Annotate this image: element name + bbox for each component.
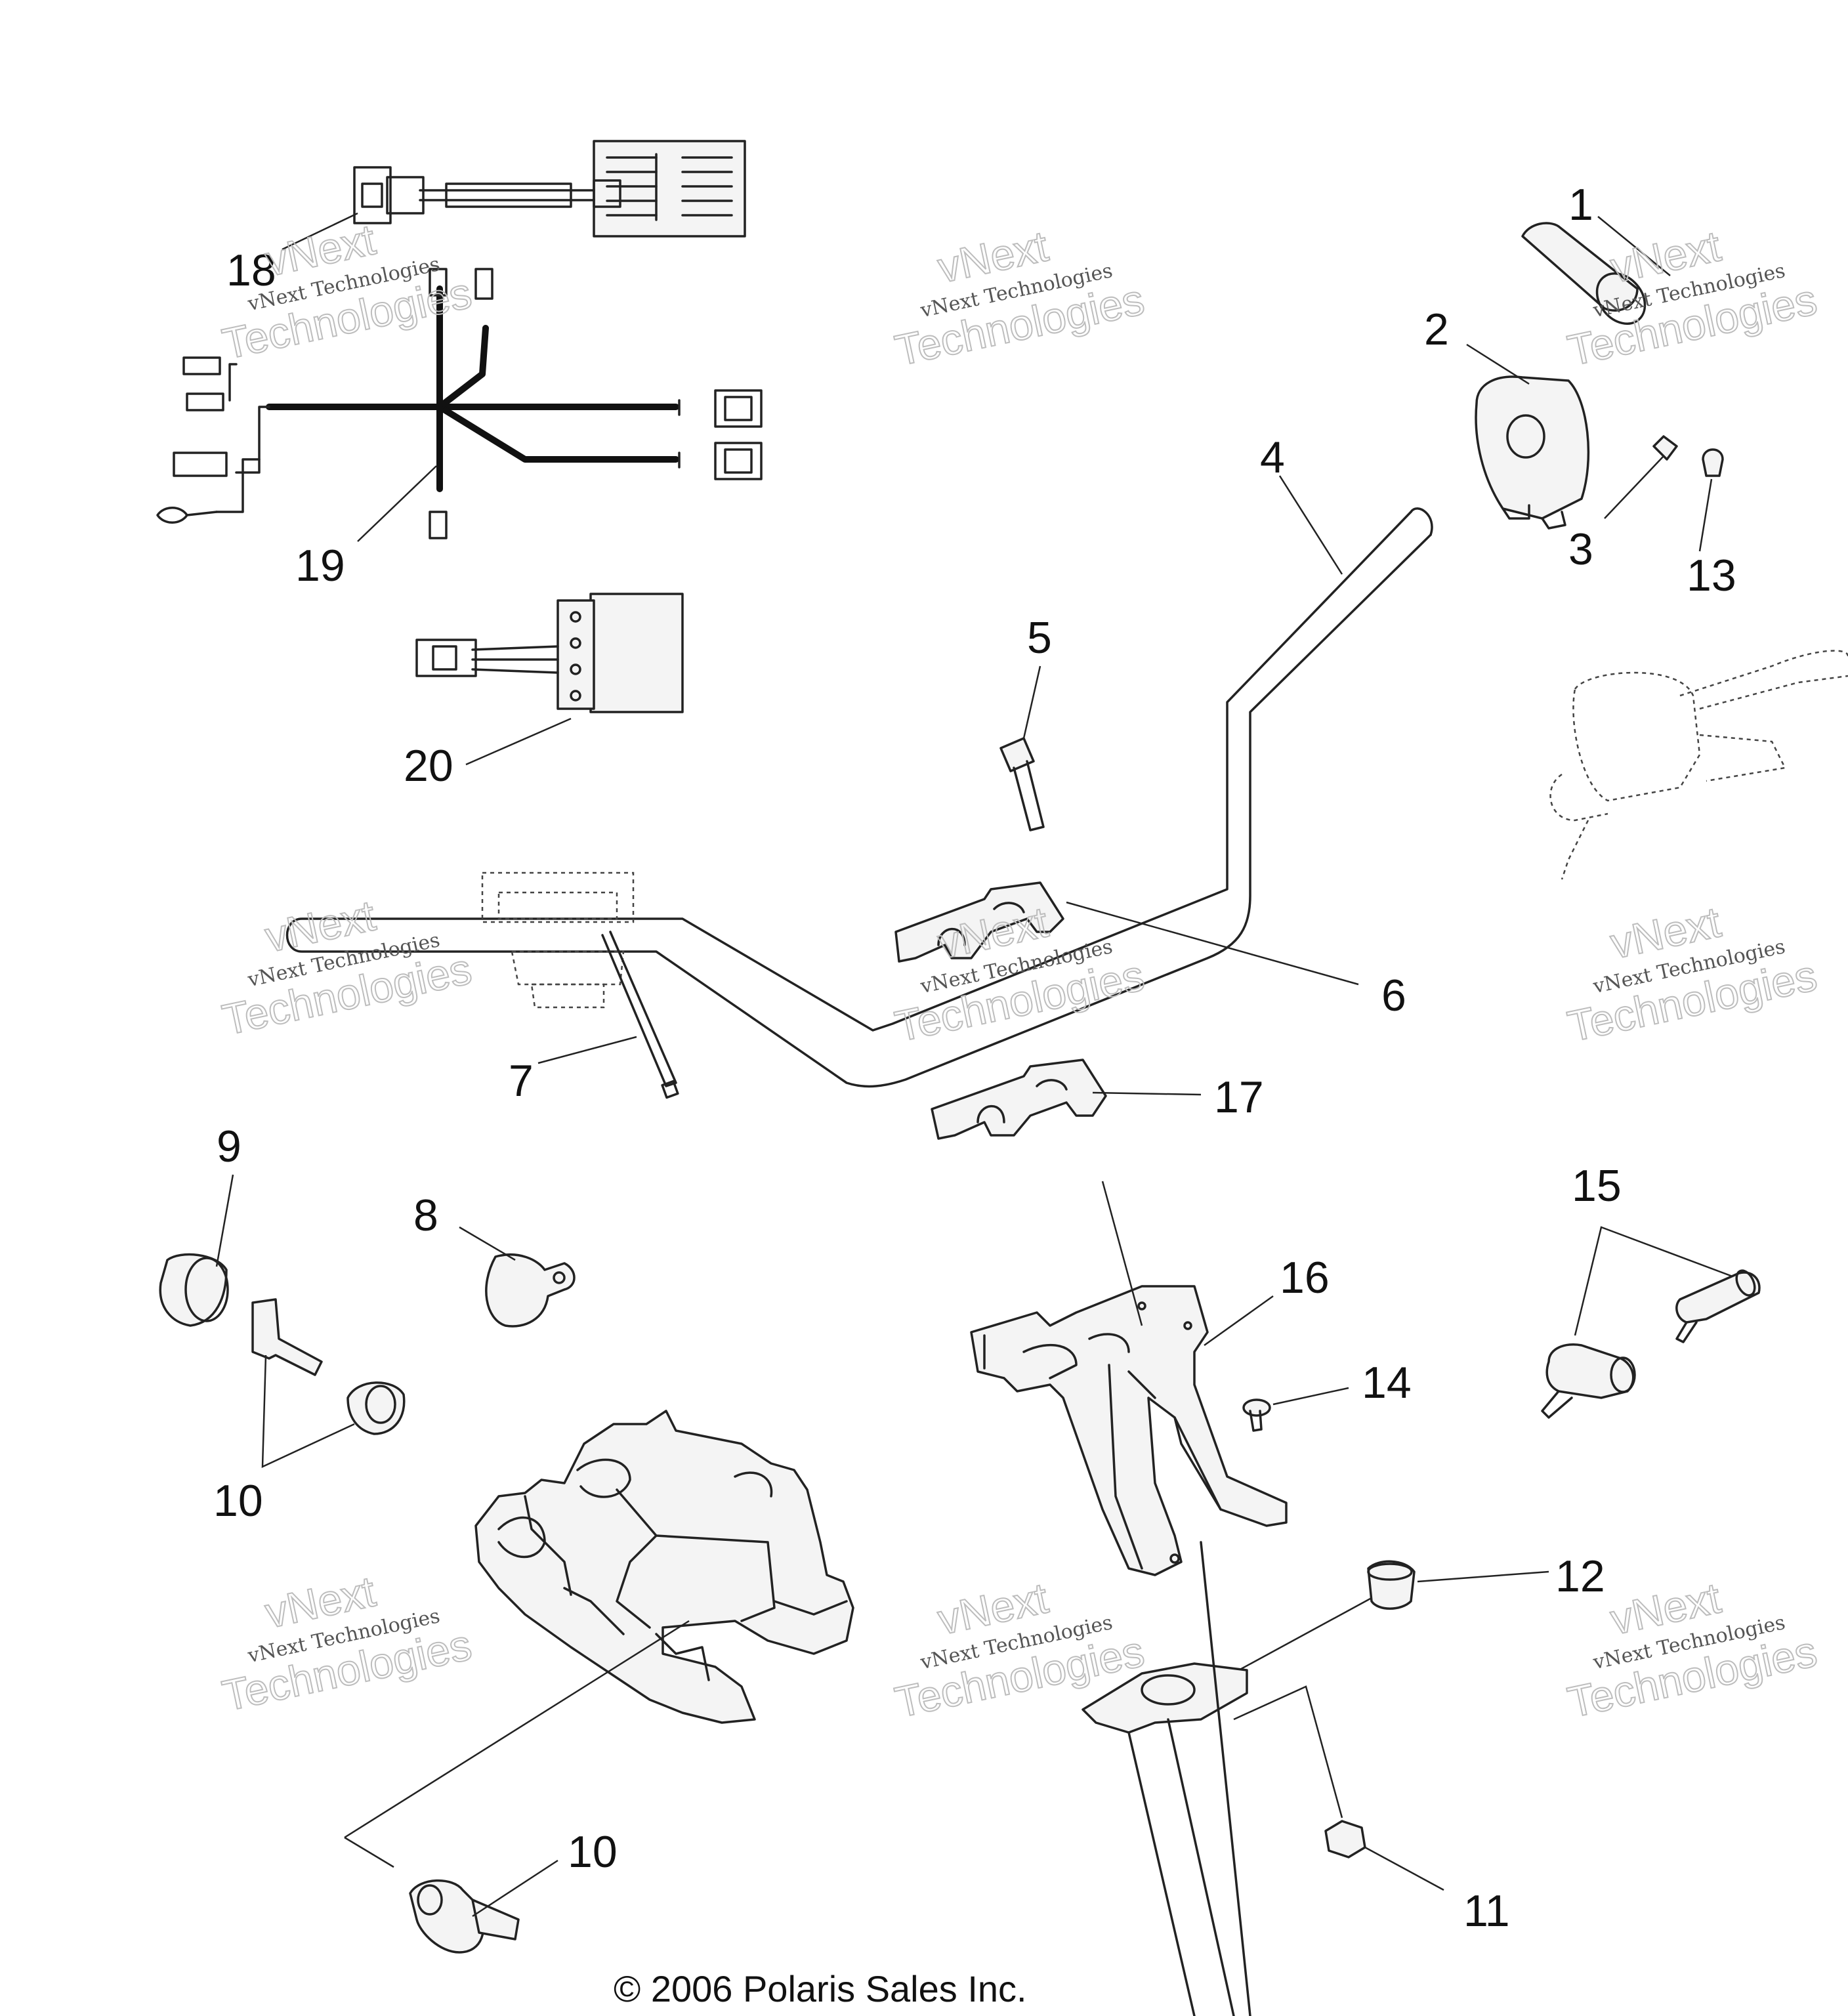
part-20-module bbox=[415, 593, 684, 766]
callout-4: 4 bbox=[1260, 432, 1285, 482]
callout-8: 8 bbox=[413, 1190, 438, 1240]
brake-lever-ghost bbox=[1549, 650, 1848, 880]
part-10-clip-grommet bbox=[251, 1298, 406, 1468]
callout-labels: 1 2 3 4 5 6 7 8 9 10 10 11 12 13 14 15 1… bbox=[213, 180, 1736, 1936]
part-15-cylinders bbox=[1541, 1226, 1761, 1419]
part-10-headlight-socket bbox=[344, 1620, 690, 1954]
callout-19: 19 bbox=[295, 541, 345, 591]
part-2-throttle-housing bbox=[1466, 343, 1590, 530]
part-16-bracket bbox=[970, 1285, 1288, 1576]
part-3-screw bbox=[1604, 435, 1678, 519]
part-19-wire-harness bbox=[156, 268, 763, 542]
callout-12: 12 bbox=[1555, 1551, 1605, 1601]
callout-1: 1 bbox=[1568, 180, 1593, 230]
watermark-top-center: vNext vNext Technologies Technologies bbox=[890, 220, 1148, 375]
part-12-bushing bbox=[1220, 1560, 1549, 1681]
callout-17: 17 bbox=[1214, 1072, 1264, 1122]
callout-3: 3 bbox=[1568, 524, 1593, 574]
headlight-pod bbox=[474, 1410, 854, 1724]
watermark-mid-right: vNext vNext Technologies Technologies bbox=[1563, 896, 1821, 1051]
watermark-bottom-left: vNext vNext Technologies Technologies bbox=[217, 1566, 476, 1721]
part-5-bolt bbox=[999, 665, 1045, 831]
part-11-nut bbox=[1233, 1685, 1444, 1891]
part-14-screw bbox=[1242, 1387, 1349, 1432]
callout-18: 18 bbox=[226, 245, 276, 295]
callout-11: 11 bbox=[1463, 1886, 1510, 1936]
callout-9: 9 bbox=[217, 1122, 242, 1171]
part-7-cable-tie bbox=[481, 872, 679, 1099]
part-8-grommet bbox=[459, 1226, 576, 1328]
watermark-mid-center: vNext vNext Technologies Technologies bbox=[890, 896, 1148, 1051]
callout-6: 6 bbox=[1381, 971, 1406, 1020]
callout-14: 14 bbox=[1362, 1358, 1412, 1408]
part-17-lower-clamp bbox=[931, 1059, 1202, 1140]
part-6-upper-clamp bbox=[894, 881, 1359, 986]
callout-10-upper: 10 bbox=[213, 1476, 263, 1526]
part-1-grip bbox=[1521, 216, 1671, 325]
callout-16: 16 bbox=[1280, 1253, 1330, 1303]
part-4-handlebar bbox=[285, 475, 1433, 1088]
callout-15: 15 bbox=[1572, 1161, 1622, 1211]
part-9-cap bbox=[159, 1174, 234, 1327]
copyright-notice: © 2006 Polaris Sales Inc. bbox=[614, 1968, 1027, 2009]
callout-10-lower: 10 bbox=[568, 1827, 618, 1877]
watermark-mid-left: vNext vNext Technologies Technologies bbox=[217, 890, 476, 1045]
callout-13: 13 bbox=[1687, 551, 1736, 600]
callout-20: 20 bbox=[404, 741, 453, 791]
callout-7: 7 bbox=[509, 1056, 534, 1106]
callout-2: 2 bbox=[1424, 304, 1449, 354]
callout-5: 5 bbox=[1027, 613, 1052, 663]
part-13-cap bbox=[1698, 448, 1724, 552]
part-18-harness-resistor bbox=[282, 140, 746, 251]
steering-post bbox=[1082, 1181, 1251, 2016]
